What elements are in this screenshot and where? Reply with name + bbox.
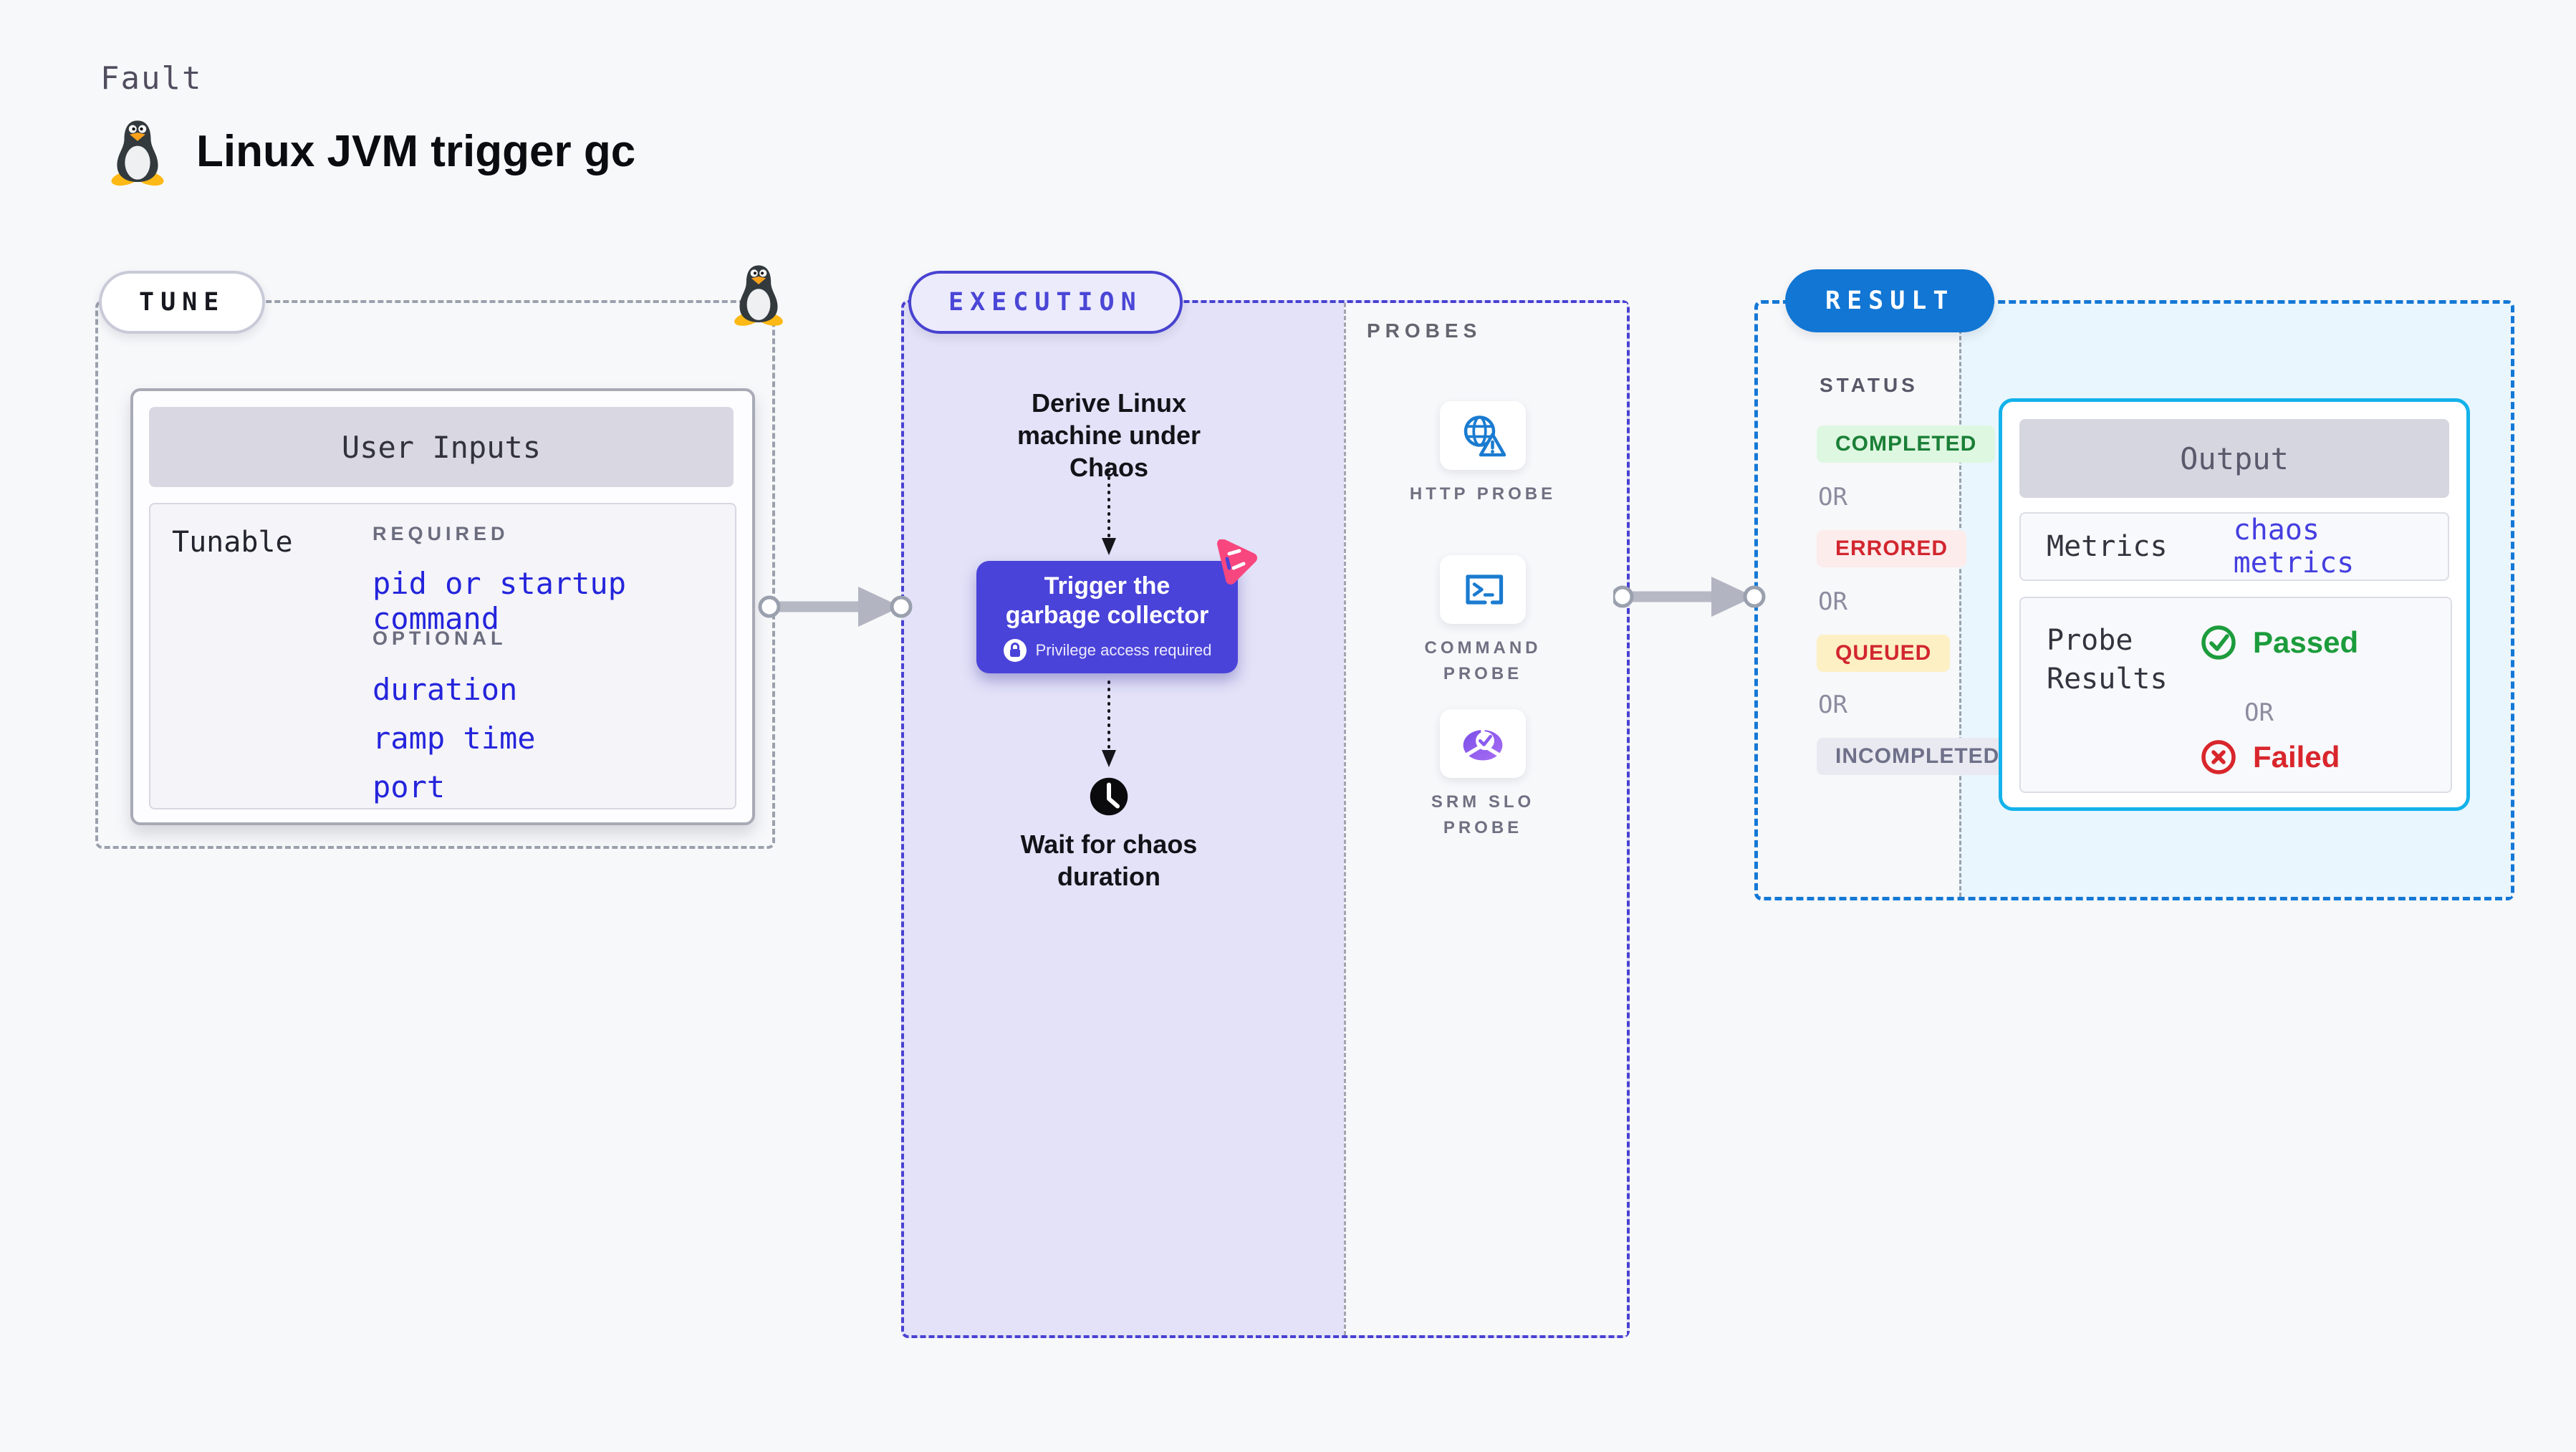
execution-section: [901, 300, 1630, 1338]
probes-panel: [1344, 303, 1627, 1335]
fault-eyebrow: Fault: [100, 60, 203, 97]
failed-label: Failed: [2253, 740, 2340, 774]
user-inputs-header: User Inputs: [149, 407, 734, 487]
or-separator: OR: [1818, 483, 1847, 511]
status-badge-completed: COMPLETED: [1817, 425, 1996, 463]
status-label: STATUS: [1820, 374, 1918, 396]
tune-section: [95, 300, 775, 849]
param-ramp-time[interactable]: ramp time: [373, 721, 536, 756]
tunable-label: Tunable: [172, 526, 293, 559]
privilege-badge-text: Privilege access required: [1035, 641, 1212, 660]
command-probe-card[interactable]: [1440, 555, 1526, 624]
user-inputs-card: User Inputs Tunable REQUIRED pid or star…: [130, 388, 755, 825]
metrics-value-link[interactable]: chaos metrics: [2233, 514, 2355, 580]
metrics-row: Metrics chaos metrics: [2019, 512, 2449, 581]
probe-results-row: Probe Results Passed OR F: [2019, 597, 2452, 793]
tune-pill-label: TUNE: [139, 288, 226, 317]
param-pid-or-startup-command[interactable]: pid or startup command: [373, 566, 627, 636]
derive-machine-text: Derive Linux machine under Chaos: [1017, 388, 1201, 482]
param-duration[interactable]: duration: [373, 672, 518, 707]
trigger-gc-title: Trigger the garbage collector: [1005, 572, 1209, 629]
probe-results-label: Probe Results: [2047, 624, 2168, 696]
trigger-gc-button[interactable]: Trigger the garbage collector Privilege …: [976, 561, 1238, 673]
or-separator: OR: [1818, 587, 1847, 616]
lock-icon: [1003, 638, 1027, 663]
clock-icon: [1083, 771, 1135, 822]
failed-result: Failed: [2200, 739, 2340, 776]
check-circle-icon: [2200, 624, 2237, 661]
metrics-label: Metrics: [2047, 530, 2168, 563]
wait-duration-text: Wait for chaos duration: [1020, 830, 1198, 891]
passed-result: Passed: [2200, 624, 2358, 661]
x-circle-icon: [2200, 739, 2237, 776]
tune-pill: TUNE: [99, 271, 266, 334]
result-pill: RESULT: [1785, 269, 1995, 332]
tux-penguin-icon: [107, 117, 168, 186]
http-probe-label: HTTP PROBE: [1409, 484, 1557, 504]
output-card: Output Metrics chaos metrics Probe Resul…: [1999, 398, 2470, 811]
execution-pill: EXECUTION: [908, 271, 1183, 334]
privilege-badge: Privilege access required: [1003, 638, 1212, 663]
dotted-arrow-down-icon: [1096, 681, 1122, 771]
param-port[interactable]: port: [373, 769, 446, 804]
result-pill-label: RESULT: [1825, 287, 1955, 315]
probes-label: PROBES: [1367, 319, 1482, 342]
required-label: REQUIRED: [373, 523, 509, 544]
http-probe-card[interactable]: [1440, 401, 1526, 470]
status-badge-errored: ERRORED: [1817, 530, 1967, 567]
output-header: Output: [2019, 419, 2449, 498]
slo-pie-icon: [1456, 720, 1510, 767]
page-title: Linux JVM trigger gc: [196, 127, 636, 176]
srm-slo-probe-card[interactable]: [1440, 709, 1526, 778]
user-inputs-body: Tunable REQUIRED pid or startup command …: [149, 503, 736, 809]
flow-arrow-tune-to-execution-icon: [756, 580, 918, 634]
flow-arrow-execution-to-result-icon: [1613, 569, 1775, 624]
dotted-arrow-down-icon: [1096, 462, 1122, 559]
or-separator: OR: [1818, 691, 1847, 719]
srm-slo-probe-label: SRM SLO PROBE: [1431, 792, 1535, 837]
globe-alert-icon: [1457, 410, 1509, 461]
execution-pill-label: EXECUTION: [948, 288, 1143, 317]
or-separator: OR: [2244, 698, 2274, 727]
tux-penguin-icon: [731, 262, 787, 327]
passed-label: Passed: [2253, 625, 2359, 659]
optional-label: OPTIONAL: [373, 628, 507, 649]
command-probe-label: COMMAND PROBE: [1424, 638, 1542, 683]
terminal-icon: [1457, 564, 1509, 615]
status-badge-queued: QUEUED: [1817, 635, 1951, 672]
status-badge-incompleted: INCOMPLETED: [1817, 738, 2019, 775]
chaos-logo-icon: [1208, 539, 1262, 585]
